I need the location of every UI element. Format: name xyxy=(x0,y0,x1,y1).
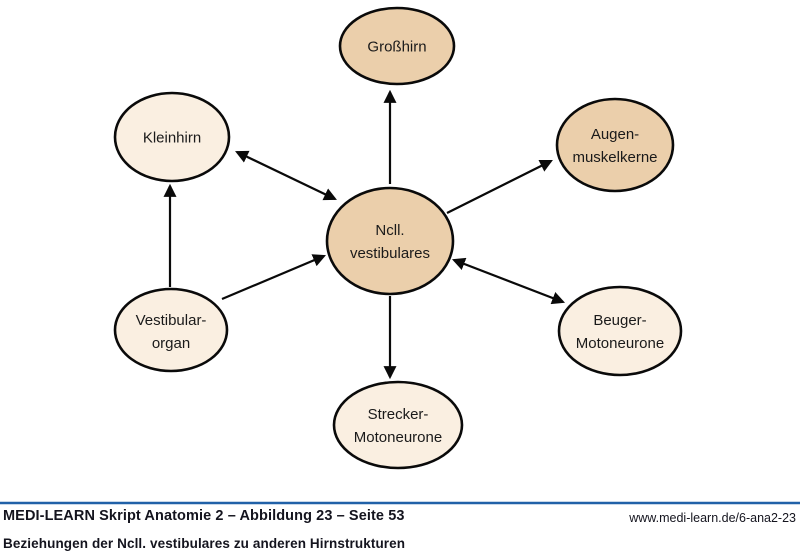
node-beuger-motoneurone-ellipse xyxy=(557,285,683,377)
node-vestibularorgan-ellipse xyxy=(113,287,229,373)
node-strecker-motoneurone-label-line2: Motoneurone xyxy=(354,429,442,446)
footer-source-line: MEDI-LEARN Skript Anatomie 2 – Abbildung… xyxy=(3,508,405,524)
footer-url: www.medi-learn.de/6-ana2-23 xyxy=(629,511,796,525)
node-beuger-motoneurone: Beuger- Motoneurone xyxy=(557,285,683,377)
node-beuger-motoneurone-label-line1: Beuger- xyxy=(593,312,646,329)
node-beuger-motoneurone-label-line2: Motoneurone xyxy=(576,335,664,352)
node-vestibularorgan: Vestibular- organ xyxy=(113,287,229,373)
node-kleinhirn: Kleinhirn xyxy=(113,91,231,183)
node-grosshirn: Großhirn xyxy=(338,6,456,86)
node-grosshirn-label: Großhirn xyxy=(367,39,426,56)
node-strecker-motoneurone: Strecker- Motoneurone xyxy=(332,380,464,470)
arrow-ncll-to-augenmuskelkerne xyxy=(446,160,553,214)
node-vestibularorgan-label-line1: Vestibular- xyxy=(136,312,207,329)
node-augenmuskelkerne-ellipse xyxy=(555,97,675,193)
node-ncll-vestibulares-label-line2: vestibulares xyxy=(350,245,430,262)
arrow-ncll-beuger-bidirectional xyxy=(451,257,566,305)
node-kleinhirn-label: Kleinhirn xyxy=(143,130,201,147)
node-vestibularorgan-label-line2: organ xyxy=(152,335,190,352)
node-ncll-vestibulares-label-line1: Ncll. xyxy=(375,222,404,239)
node-augenmuskelkerne-label-line1: Augen- xyxy=(591,126,639,143)
node-augenmuskelkerne: Augen- muskelkerne xyxy=(555,97,675,193)
node-kleinhirn-ellipse xyxy=(113,91,231,183)
node-augenmuskelkerne-label-line2: muskelkerne xyxy=(572,149,657,166)
node-ncll-vestibulares: Ncll. vestibulares xyxy=(325,186,455,296)
arrow-vestibularorgan-to-ncll xyxy=(221,254,326,301)
footer-caption: Beziehungen der Ncll. vestibulares zu an… xyxy=(3,536,406,551)
node-strecker-motoneurone-ellipse xyxy=(332,380,464,470)
node-ncll-vestibulares-ellipse xyxy=(325,186,455,296)
arrow-ncll-kleinhirn-bidirectional xyxy=(235,150,337,201)
node-strecker-motoneurone-label-line1: Strecker- xyxy=(368,406,429,423)
node-grosshirn-ellipse xyxy=(338,6,456,86)
